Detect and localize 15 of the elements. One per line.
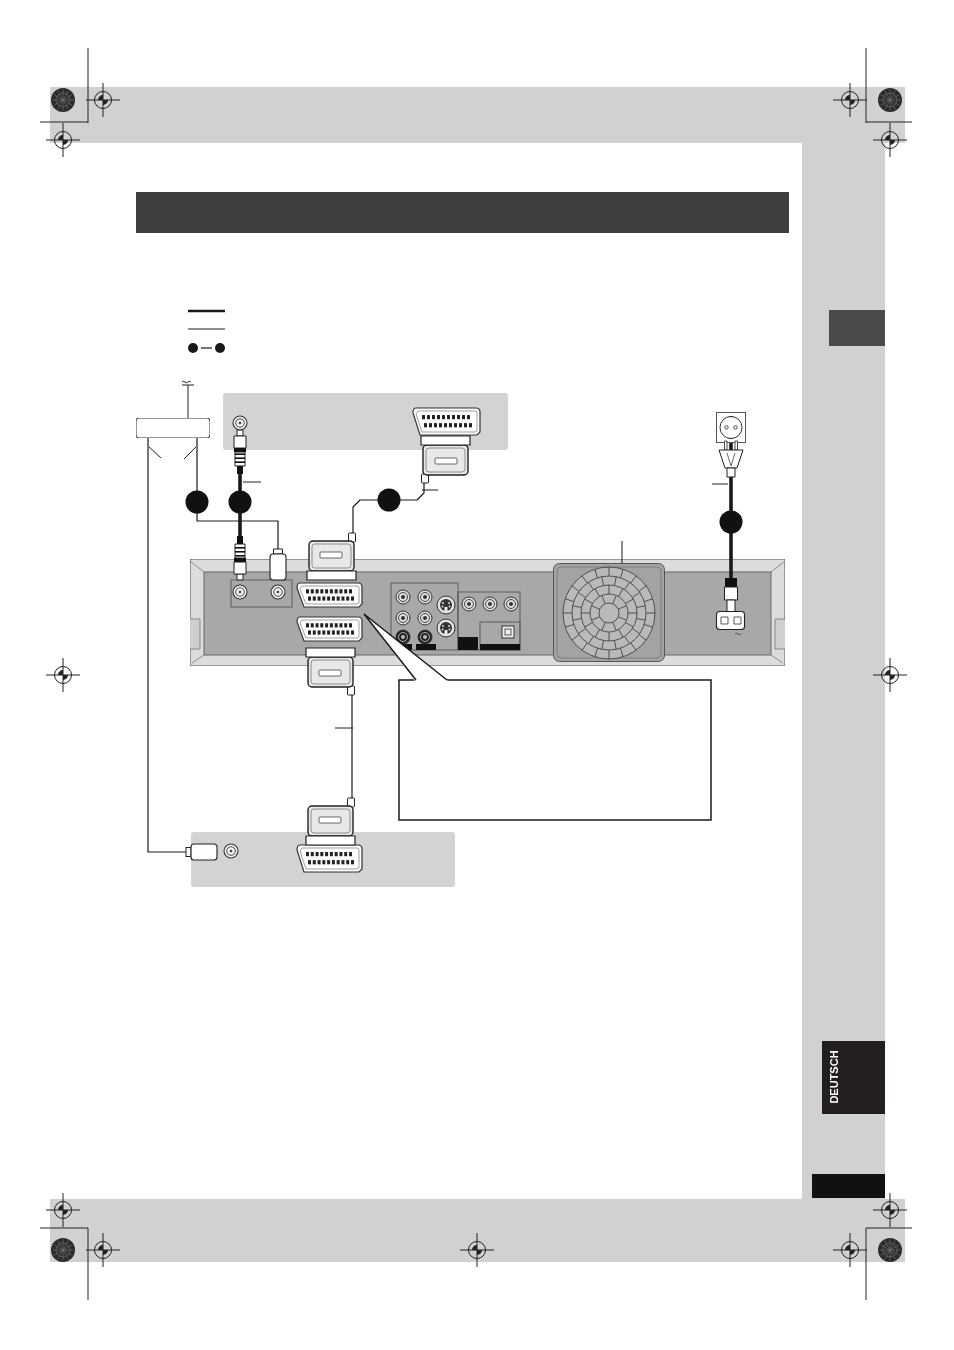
leader-line — [621, 540, 623, 564]
recorder-rear-panel — [190, 559, 785, 666]
cable — [305, 647, 356, 846]
cable — [718, 440, 744, 610]
language-label: DEUTSCH — [828, 1050, 840, 1104]
cable — [233, 429, 247, 581]
splitter-box — [136, 418, 210, 438]
wall-socket — [716, 412, 746, 443]
device-connection-panel — [191, 832, 455, 887]
tv-connection-panel — [223, 393, 508, 450]
callout-box — [363, 613, 712, 821]
cable — [196, 437, 287, 581]
fan-grille — [553, 563, 665, 662]
cable — [306, 435, 471, 581]
cable — [147, 437, 218, 861]
